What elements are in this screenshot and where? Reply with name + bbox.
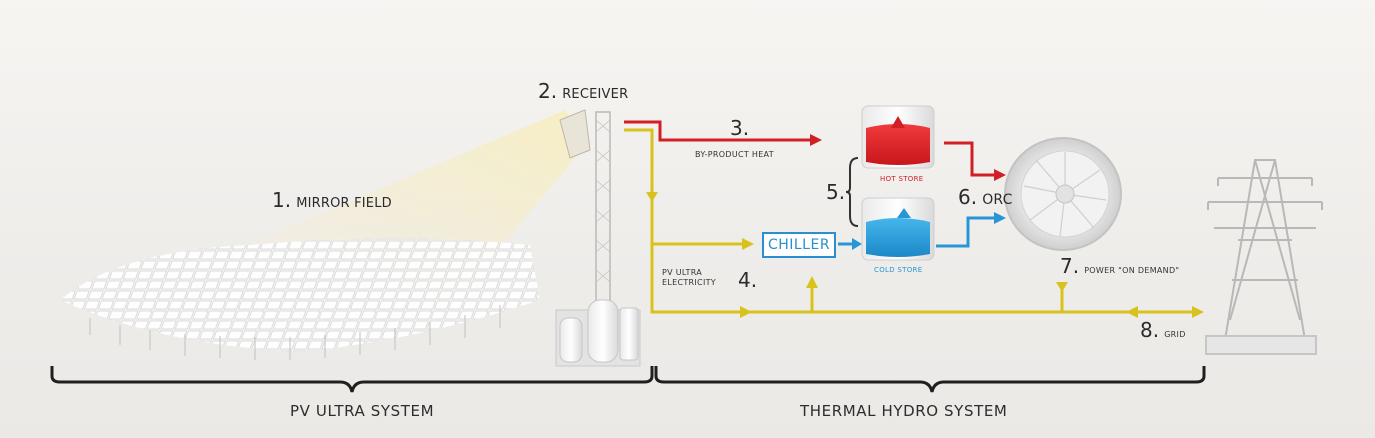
grid-number: 8. [1140, 318, 1160, 342]
orc-text: ORC [982, 192, 1013, 208]
thermal-hydro-system-brace [654, 366, 1206, 393]
chiller-to-cold-arrow [852, 238, 862, 250]
byproduct-number: 3. [730, 116, 750, 140]
cold-store-label: COLD STORE [874, 266, 923, 274]
pv-ultra-system-label: PV ULTRA SYSTEM [290, 402, 435, 420]
chiller-box: CHILLER [762, 232, 836, 258]
grid-text: GRID [1164, 330, 1186, 339]
pv-ultra-electricity-line1: PV ULTRA [662, 268, 703, 277]
grid-label: 8. GRID [1140, 318, 1186, 342]
electricity-arrows [646, 192, 1204, 318]
cold-to-orc-arrow [994, 212, 1006, 224]
hot-to-orc-line [944, 141, 994, 177]
electricity-flow-line [624, 128, 1195, 314]
mirror-field-number: 1. [272, 188, 292, 212]
receiver-label: 2. RECEIVER [538, 79, 628, 103]
pv-ultra-number: 4. [738, 268, 758, 292]
receiver-tower-graphic [555, 109, 641, 367]
hot-store-label: HOT STORE [880, 175, 924, 183]
pv-ultra-system-brace [50, 366, 654, 393]
orc-number: 6. [958, 185, 978, 209]
power-number: 7. [1060, 254, 1080, 278]
thermal-hydro-system-label: THERMAL HYDRO SYSTEM [800, 402, 1008, 420]
pv-ultra-electricity-line2: ELECTRICITY [662, 278, 716, 287]
hot-to-orc-arrow [994, 169, 1006, 181]
mirror-field-graphic [60, 238, 540, 360]
orc-label: 6. ORC [958, 185, 1013, 209]
mirror-field-label: 1. MIRROR FIELD [272, 188, 392, 212]
byproduct-heat-label: BY-PRODUCT HEAT [695, 150, 774, 159]
cold-to-orc-line [936, 216, 994, 248]
chiller-label: CHILLER [767, 237, 831, 253]
heat-flow-line [624, 120, 810, 142]
receiver-number: 2. [538, 79, 558, 103]
power-on-demand-text: POWER "ON DEMAND" [1084, 266, 1180, 275]
cold-store-tank [861, 197, 935, 261]
heat-arrow-head [810, 134, 822, 146]
electricity-pylon-graphic [1205, 159, 1323, 355]
mirror-field-text: MIRROR FIELD [296, 196, 392, 211]
storage-brace [845, 157, 859, 227]
hot-store-tank [861, 105, 935, 169]
power-on-demand-label: 7. POWER "ON DEMAND" [1060, 254, 1179, 278]
receiver-text: RECEIVER [562, 87, 629, 102]
storage-number: 5. [826, 180, 846, 204]
pv-ultra-electricity-label: PV ULTRA ELECTRICITY [662, 268, 716, 288]
orc-turbine-graphic [1004, 137, 1122, 251]
